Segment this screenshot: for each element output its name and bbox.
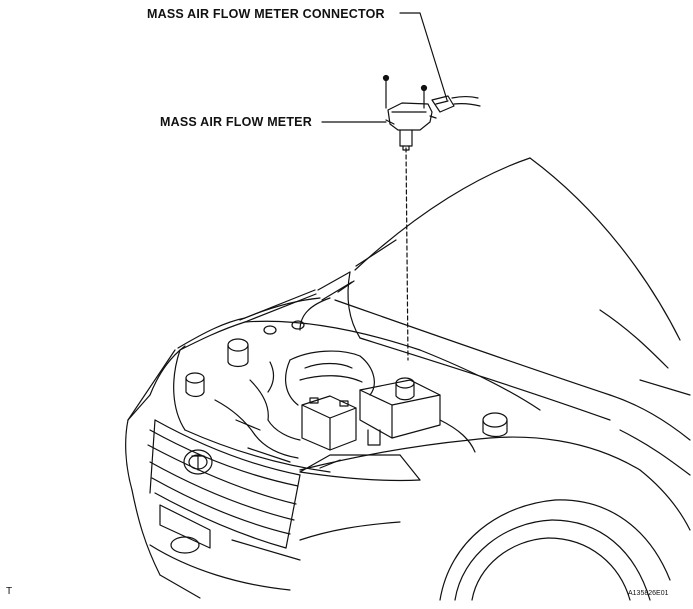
connector-label: MASS AIR FLOW METER CONNECTOR — [147, 7, 385, 21]
car-grille — [147, 419, 401, 591]
car-headlamp — [299, 454, 421, 482]
mass-air-flow-meter — [382, 74, 481, 151]
hood-prop-rod — [244, 289, 317, 323]
figure-id: A135826E01 — [628, 590, 669, 597]
car-hood — [299, 157, 681, 421]
car-body — [125, 297, 691, 601]
meter-label: MASS AIR FLOW METER — [160, 115, 312, 129]
installation-guide-line — [405, 147, 409, 361]
connector-leader-line — [399, 12, 448, 101]
leader-lines — [321, 12, 448, 361]
corner-mark: T — [6, 586, 13, 597]
engine-bay — [173, 320, 541, 473]
